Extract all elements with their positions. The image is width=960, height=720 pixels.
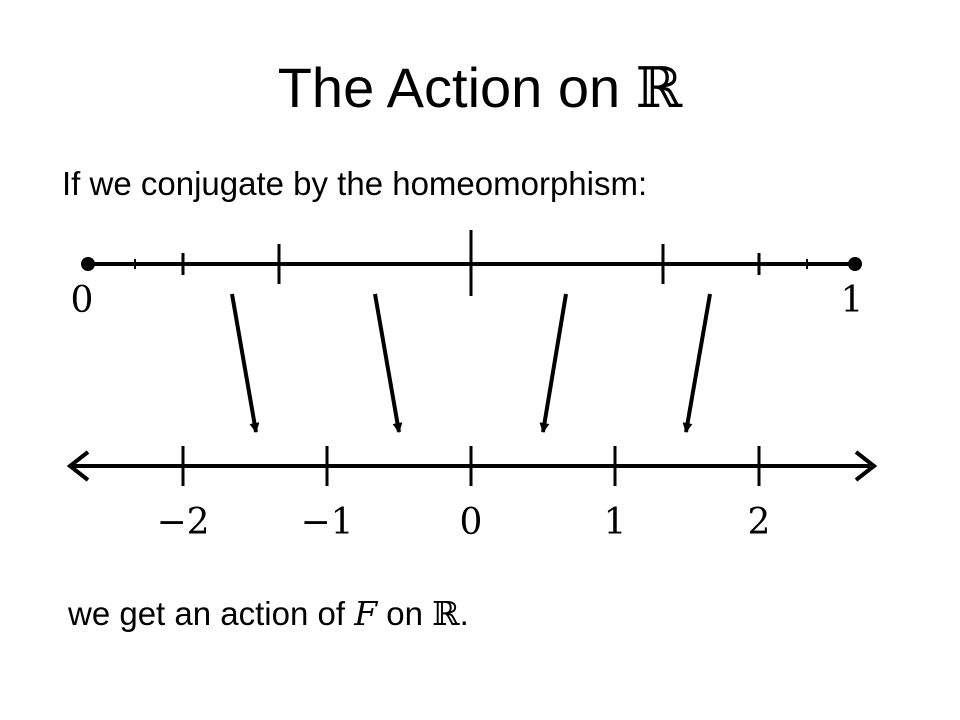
- unit-interval: 0 1: [71, 230, 864, 321]
- mapping-arrow: [682, 293, 712, 433]
- right-arrowhead: [854, 450, 878, 482]
- reals-symbol-inline: ℝ: [432, 594, 460, 633]
- mapping-arrows: [230, 293, 712, 433]
- tick-label: −1: [300, 502, 353, 543]
- group-variable: F: [354, 594, 378, 633]
- left-arrowhead: [66, 450, 90, 482]
- mapping-arrow: [230, 293, 260, 433]
- outro-end: .: [459, 595, 469, 632]
- outro-mid: on: [386, 595, 423, 632]
- real-line: −2 −1 0 1 2: [66, 446, 878, 543]
- mapping-arrow: [373, 293, 403, 433]
- title-text: The Action on: [277, 56, 621, 119]
- interval-right-label: 1: [841, 280, 864, 321]
- intro-text: If we conjugate by the homeomorphism:: [62, 165, 648, 202]
- left-endpoint: [81, 257, 95, 271]
- outro-before: we get an action of: [68, 595, 346, 632]
- interval-left-label: 0: [71, 280, 94, 321]
- tick-label: 2: [748, 502, 771, 543]
- outro-text: we get an action of F on ℝ.: [68, 590, 469, 638]
- tick-label: 1: [604, 502, 627, 543]
- reals-symbol: ℝ: [635, 56, 683, 121]
- tick-label: −2: [156, 502, 209, 543]
- slide-title: The Action on ℝ: [0, 48, 960, 129]
- right-endpoint: [848, 257, 862, 271]
- tick-label: 0: [460, 502, 483, 543]
- mapping-arrow: [539, 293, 568, 433]
